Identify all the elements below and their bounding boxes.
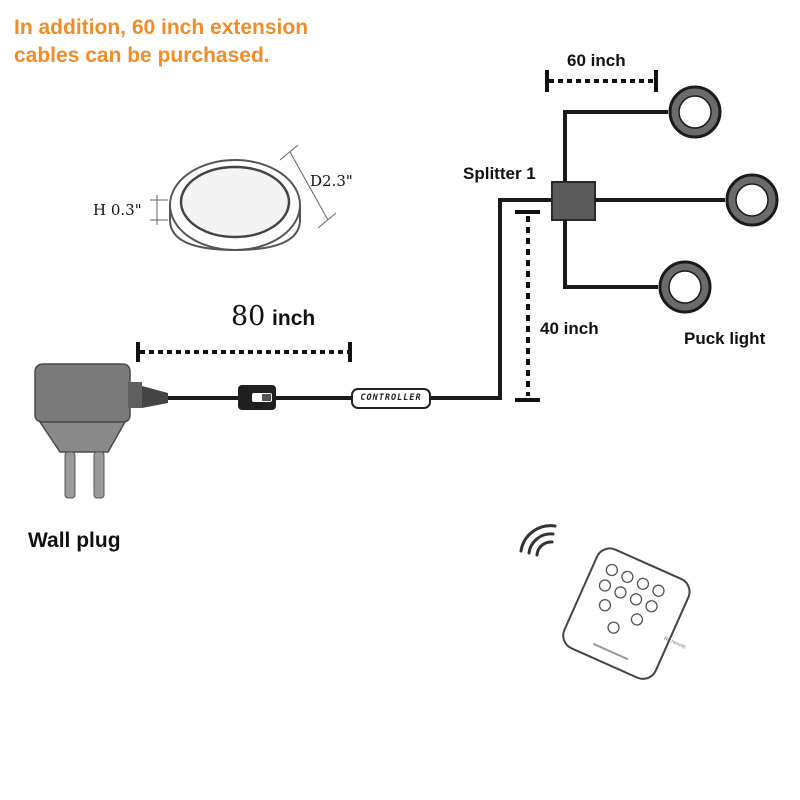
puck-light-icon xyxy=(668,85,722,139)
main-cable-length-number: 80 xyxy=(231,301,266,332)
puck-dimension-illustration xyxy=(150,144,337,252)
main-cable-length-unit: inch xyxy=(272,307,316,330)
controller-icon xyxy=(351,388,431,409)
remote-control-icon xyxy=(562,547,691,680)
dimension-bar-60-inch xyxy=(545,70,658,92)
wireless-signal-icon xyxy=(519,524,557,557)
puck-light-label: Puck light xyxy=(684,329,766,348)
dimension-bar-40-inch xyxy=(515,210,540,402)
puck-light-icon xyxy=(658,260,712,314)
diameter-dimension-label: D2.3" xyxy=(310,172,353,190)
splitter-drop-length-label: 40 inch xyxy=(540,319,599,338)
inline-switch-icon xyxy=(238,385,276,410)
splitter-icon xyxy=(551,181,596,221)
height-dimension-label: H 0.3" xyxy=(93,201,142,219)
note-line-1: In addition, 60 inch extension xyxy=(14,16,309,39)
puck-light-icon xyxy=(725,173,779,227)
note-line-2: cables can be purchased. xyxy=(14,44,270,67)
main-cable xyxy=(168,198,552,400)
dimension-bar-80-inch xyxy=(136,342,352,362)
main-cable-length-label: 80 inch xyxy=(231,301,315,332)
splitter-branches xyxy=(563,110,725,289)
splitter-label: Splitter 1 xyxy=(463,164,536,183)
controller-label: CONTROLLER xyxy=(360,393,422,403)
splitter-to-puck-length-label: 60 inch xyxy=(567,51,626,70)
wall-plug-label: Wall plug xyxy=(28,529,121,552)
wall-plug-icon xyxy=(34,363,168,499)
extension-cable-note: In addition, 60 inch extension cables ca… xyxy=(14,14,414,70)
